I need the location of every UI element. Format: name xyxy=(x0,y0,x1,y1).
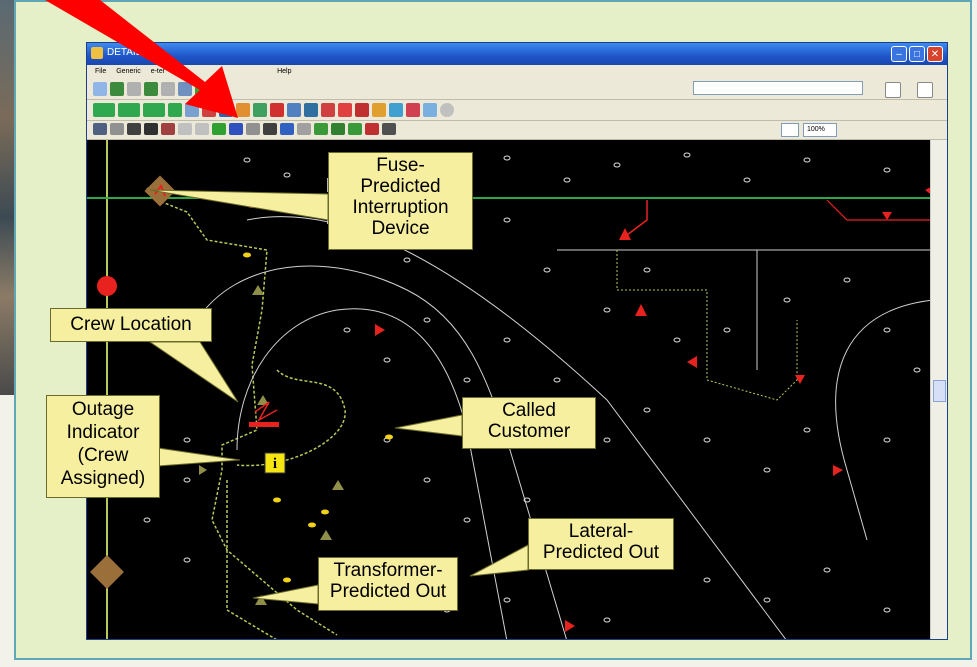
trouble-icon[interactable] xyxy=(236,103,250,117)
print-icon[interactable] xyxy=(161,123,175,135)
fuse-pointer xyxy=(149,189,329,221)
device-icon[interactable] xyxy=(253,103,267,117)
outage-info-icon[interactable] xyxy=(264,452,286,474)
predicted-lateral-path xyxy=(146,187,338,636)
callout-fuse: Fuse- Predicted Interruption Device xyxy=(328,152,473,250)
maximize-button[interactable]: □ xyxy=(909,46,925,62)
callout-lateral: Lateral- Predicted Out xyxy=(528,518,674,570)
list-icon[interactable] xyxy=(406,103,420,117)
search-combo[interactable] xyxy=(693,81,863,95)
minimize-button[interactable]: – xyxy=(891,46,907,62)
lateral-pointer xyxy=(469,544,529,577)
zoom-box-icon[interactable] xyxy=(212,123,226,135)
monitor-icon[interactable] xyxy=(304,103,318,117)
outage-icon[interactable] xyxy=(321,103,335,117)
menu-bar: File Generic e-ter Help xyxy=(87,65,947,79)
transformer-markers xyxy=(199,285,344,605)
figure-panel: DETAIL – □ ✕ File Generic e-ter Help xyxy=(14,0,972,660)
tag-icon[interactable] xyxy=(355,103,369,117)
lateral-right xyxy=(616,250,798,401)
status-icon-2[interactable] xyxy=(118,103,140,117)
save-icon[interactable] xyxy=(178,82,192,96)
close-button[interactable]: ✕ xyxy=(927,46,943,62)
crew-pointer xyxy=(148,341,239,403)
crew-label-marker xyxy=(249,422,279,427)
table-icon[interactable] xyxy=(287,103,301,117)
view-icon[interactable] xyxy=(144,123,158,135)
app-icon xyxy=(91,47,103,59)
menu-generic[interactable]: Generic xyxy=(116,68,141,75)
callout-crew-location: Crew Location xyxy=(50,308,212,342)
trace-icon[interactable] xyxy=(246,123,260,135)
window-title: DETAIL xyxy=(107,47,142,58)
layout-icon[interactable] xyxy=(885,82,901,98)
toolbar-map: 100% xyxy=(87,121,947,140)
map-vertical-scrollbar[interactable] xyxy=(930,140,947,639)
layer-icon[interactable] xyxy=(127,123,141,135)
road-curve-2 xyxy=(236,308,508,639)
status-icon-3[interactable] xyxy=(143,103,165,117)
stop-icon[interactable] xyxy=(127,82,141,96)
menu-file[interactable]: File xyxy=(95,68,107,75)
called-customer-pointer xyxy=(394,414,463,437)
symbol-icon[interactable] xyxy=(314,123,328,135)
pan-icon[interactable] xyxy=(93,123,107,135)
menu-help[interactable]: Help xyxy=(277,68,292,75)
road-curve-3 xyxy=(835,299,933,541)
outage-info-glyph: i xyxy=(273,456,277,472)
minimize-icon: – xyxy=(896,49,902,60)
style-icon[interactable] xyxy=(348,123,362,135)
forward-icon[interactable] xyxy=(144,82,158,96)
callout-called-customer: Called Customer xyxy=(462,397,596,449)
callout-outage-indicator: Outage Indicator (Crew Assigned) xyxy=(46,395,160,498)
status-icon-1[interactable] xyxy=(93,103,115,117)
measure-icon[interactable] xyxy=(229,123,243,135)
toolbar-map-icons xyxy=(93,123,396,135)
road-diagonal xyxy=(246,216,787,639)
marker-icon[interactable] xyxy=(365,123,379,135)
predicted-loop-path xyxy=(236,369,346,467)
maximize-icon: □ xyxy=(913,49,921,60)
new-icon[interactable] xyxy=(93,82,107,96)
refresh-icon[interactable] xyxy=(440,103,454,117)
select-icon[interactable] xyxy=(110,123,124,135)
road-curve-1 xyxy=(196,265,567,639)
areva-logo-icon xyxy=(917,82,933,98)
zoom-level[interactable]: 100% xyxy=(803,123,837,137)
shield-icon[interactable] xyxy=(382,123,396,135)
transformer-pointer xyxy=(252,584,319,605)
red-lateral-right xyxy=(826,199,933,221)
grid-icon[interactable] xyxy=(423,103,437,117)
outage-pointer xyxy=(157,447,241,467)
substation-marker xyxy=(97,276,117,296)
crew-location-icon xyxy=(254,401,278,422)
find-icon[interactable] xyxy=(263,123,277,135)
zoom-out-icon[interactable] xyxy=(195,123,209,135)
lock-icon[interactable] xyxy=(161,82,175,96)
callout-transformer: Transformer- Predicted Out xyxy=(318,557,458,611)
warning-icon[interactable] xyxy=(372,103,386,117)
go-icon[interactable] xyxy=(110,82,124,96)
note-icon[interactable] xyxy=(297,123,311,135)
alarm-icon[interactable] xyxy=(270,103,284,117)
status-icon-4[interactable] xyxy=(168,103,182,117)
transformer-lateral xyxy=(226,480,277,639)
title-bar: DETAIL – □ ✕ xyxy=(87,43,947,65)
scroll-thumb[interactable] xyxy=(933,380,946,402)
app-window: DETAIL – □ ✕ File Generic e-ter Help xyxy=(86,42,948,640)
bulb-icon[interactable] xyxy=(389,103,403,117)
color-icon[interactable] xyxy=(331,123,345,135)
locate-icon[interactable] xyxy=(280,123,294,135)
close-icon: ✕ xyxy=(930,49,940,60)
red-arrow-pointer xyxy=(45,0,238,118)
menu-eter[interactable]: e-ter xyxy=(150,68,166,75)
zoom-dropdown[interactable] xyxy=(781,123,799,137)
zoom-in-icon[interactable] xyxy=(178,123,192,135)
bell-icon[interactable] xyxy=(338,103,352,117)
red-switch-1 xyxy=(626,200,648,236)
